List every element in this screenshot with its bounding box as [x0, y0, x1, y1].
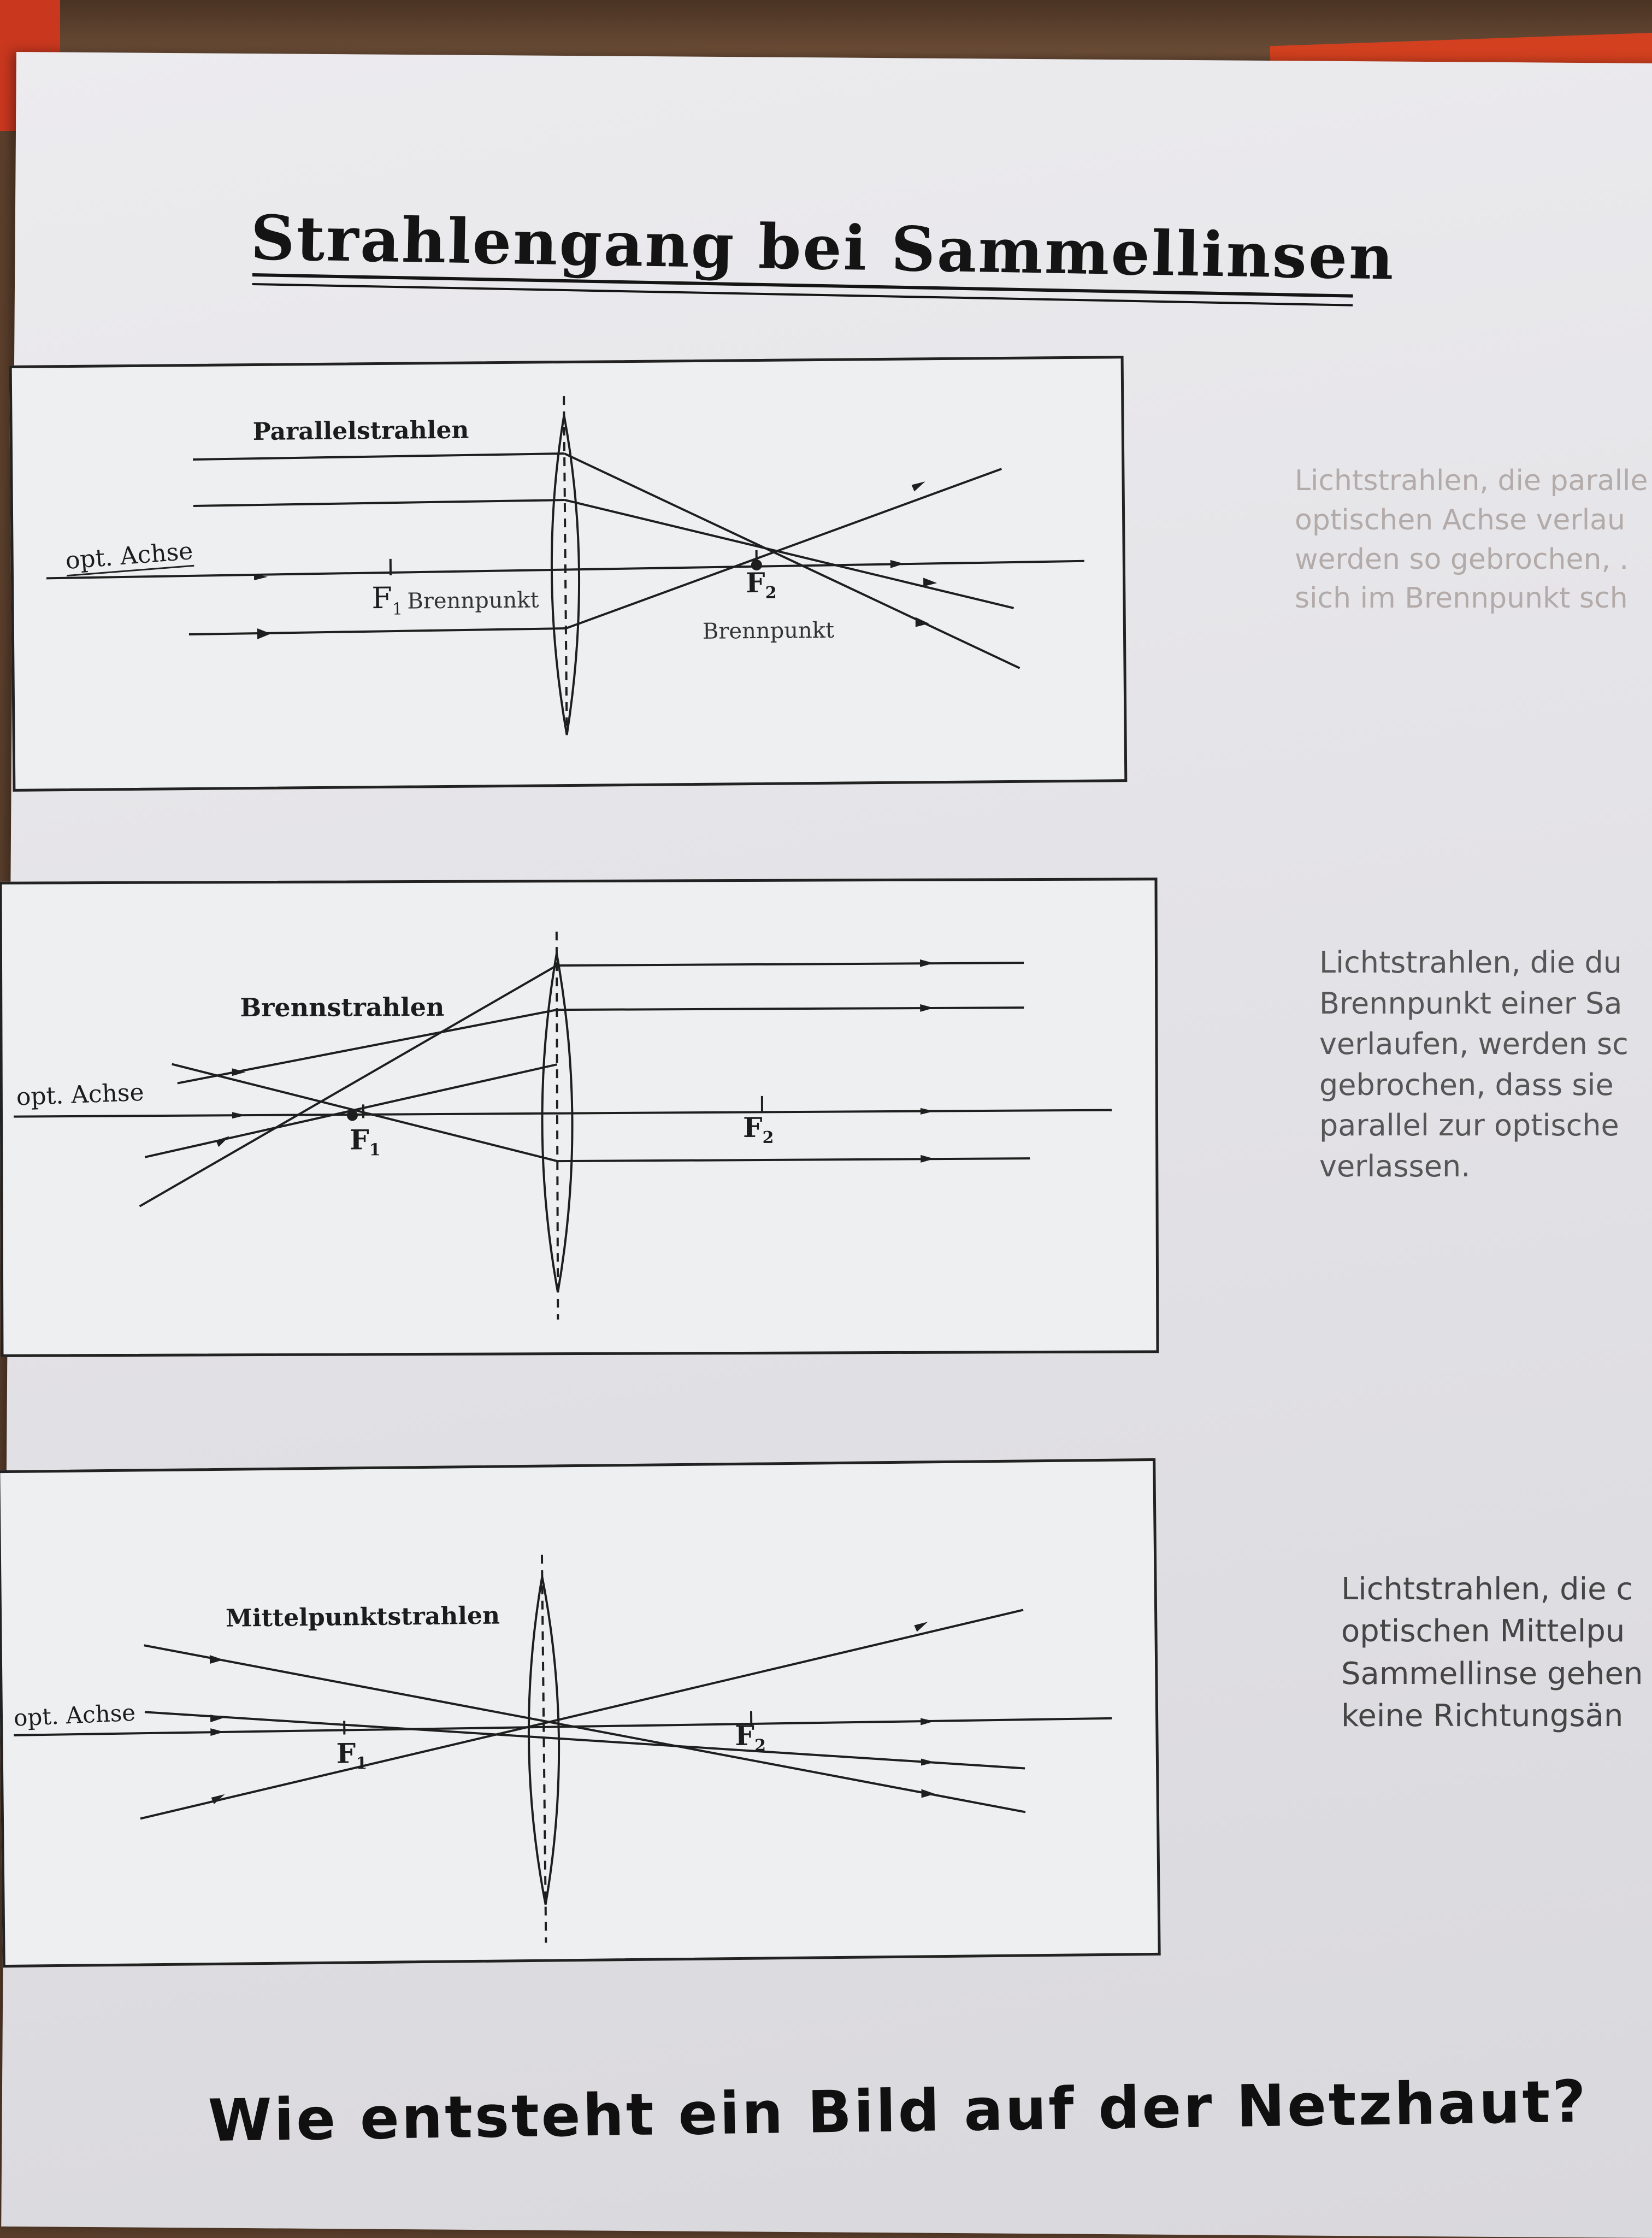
ray-a	[144, 1636, 1025, 1821]
side-line: Lichtstrahlen, die paralle	[1295, 462, 1648, 501]
ray-out-4	[564, 469, 1002, 628]
side-line: Lichtstrahlen, die du	[1319, 943, 1629, 983]
side-line: gebrochen, dass sie	[1319, 1065, 1629, 1106]
diagram-center-rays: Mittelpunktstrahlen opt. Achse F1 F2	[0, 1458, 1161, 1968]
ray-in-4	[189, 628, 566, 634]
optical-axis-label: opt. Achse	[16, 1079, 144, 1111]
f1-label: F1	[336, 1737, 367, 1774]
side-line: verlaufen, werden sc	[1319, 1024, 1629, 1065]
side-line: parallel zur optische	[1319, 1105, 1629, 1146]
f1-caption: Brennpunkt	[407, 587, 539, 614]
side-text-focal: Lichtstrahlen, die du Brennpunkt einer S…	[1319, 943, 1629, 1187]
center-rays-heading: Mittelpunktstrahlen	[226, 1602, 500, 1633]
side-line: Lichtstrahlen, die c	[1341, 1568, 1643, 1610]
ray-a-out	[557, 1008, 1024, 1010]
f1-label: F1	[371, 581, 403, 619]
focal-rays-heading: Brennstrahlen	[240, 992, 444, 1022]
side-line: werden so gebrochen, .	[1295, 540, 1648, 580]
center-rays-svg	[0, 1461, 1158, 1965]
side-line: Brennpunkt einer Sa	[1319, 983, 1629, 1024]
optical-axis-line	[14, 1718, 1112, 1735]
side-line: verlassen.	[1319, 1146, 1629, 1187]
optical-axis-label: opt. Achse	[13, 1699, 136, 1731]
focal-rays-svg	[2, 880, 1157, 1354]
side-line: optischen Mittelpu	[1341, 1610, 1643, 1652]
side-text-center: Lichtstrahlen, die c optischen Mittelpu …	[1341, 1568, 1643, 1737]
f2-label: F2	[735, 1719, 766, 1756]
parallel-rays-heading: Parallelstrahlen	[252, 416, 469, 446]
ray-in-2	[193, 500, 565, 506]
f2-label: F2	[746, 567, 777, 603]
side-line: optischen Achse verlau	[1295, 501, 1648, 540]
ray-d-out	[557, 1158, 1030, 1161]
lens-center-line	[557, 932, 558, 1320]
side-line: sich im Brennpunkt sch	[1295, 579, 1648, 619]
parallel-rays-svg	[12, 358, 1125, 789]
f2-caption: Brennpunkt	[703, 618, 835, 644]
ray-in-1	[193, 454, 564, 460]
diagram-parallel-rays: Parallelstrahlen opt. Achse F1 Brennpunk…	[9, 356, 1128, 792]
ray-c-out	[557, 963, 1024, 965]
side-text-parallel: Lichtstrahlen, die paralle optischen Ach…	[1295, 462, 1648, 619]
optical-axis-line	[14, 1110, 1112, 1117]
side-line: Sammellinse gehen	[1341, 1653, 1643, 1695]
lens-center-line	[564, 396, 567, 729]
f1-label: F1	[350, 1123, 381, 1159]
diagram-focal-rays: Brennstrahlen opt. Achse F1 F2	[0, 877, 1159, 1357]
side-line: keine Richtungsän	[1341, 1695, 1643, 1737]
f2-label: F2	[743, 1111, 774, 1147]
ray-out-2	[565, 496, 1014, 612]
